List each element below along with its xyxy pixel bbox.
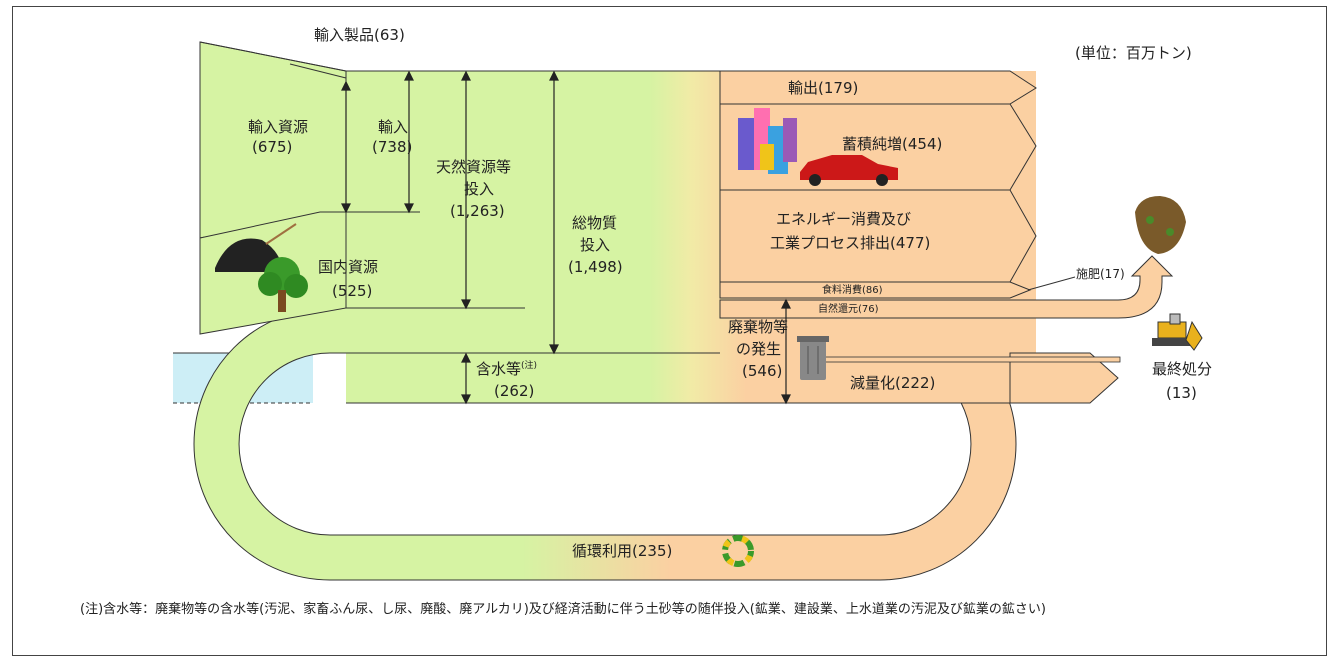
natural-resources-value: (1,263) xyxy=(450,202,505,220)
waste-name-2: の発生 xyxy=(736,340,781,358)
energy-label-2: 工業プロセス排出(477) xyxy=(770,234,930,252)
import-resources-dimension xyxy=(341,80,351,214)
final-disposal-flow xyxy=(819,356,1121,363)
import-products-label: 輸入製品(63) xyxy=(314,26,405,44)
energy-arrow xyxy=(719,189,1037,283)
diagram-frame xyxy=(12,6,1327,656)
import-name: 輸入 xyxy=(378,118,408,136)
fertilizer-label: 施肥(17) xyxy=(1076,267,1125,281)
trash-can-icon xyxy=(797,336,829,380)
total-input-value: (1,498) xyxy=(568,258,623,276)
water-note-mark: (注) xyxy=(521,359,537,371)
natural-resources-name-2: 投入 xyxy=(464,180,494,198)
bulldozer-icon xyxy=(1152,313,1203,351)
water-dimension xyxy=(461,352,471,405)
natural-resources-name-1: 天然資源等 xyxy=(436,158,511,176)
energy-label-1: エネルギー消費及び xyxy=(776,210,911,228)
buildings-icon xyxy=(738,108,797,174)
total-input-dimension xyxy=(549,70,559,355)
waste-dimension xyxy=(781,298,791,405)
import-value: (738) xyxy=(372,138,412,156)
total-input-name-1: 総物質 xyxy=(572,214,617,232)
final-disposal-name: 最終処分 xyxy=(1152,360,1212,378)
import-dimension xyxy=(404,70,414,214)
natural-return-label: 自然還元(76) xyxy=(818,302,879,315)
import-products-split-line xyxy=(289,63,347,79)
natural-resources-dimension xyxy=(461,70,471,310)
recycle-icon xyxy=(722,535,754,567)
total-input-name-2: 投入 xyxy=(580,236,610,254)
accumulation-arrow xyxy=(719,103,1037,191)
water-value: (262) xyxy=(494,382,534,400)
domestic-resources-name: 国内資源 xyxy=(318,258,378,276)
accumulation-label: 蓄積純増(454) xyxy=(842,135,942,153)
fertilizer-line xyxy=(1027,276,1076,291)
export-arrow xyxy=(719,70,1037,105)
tree-icon xyxy=(258,257,308,312)
car-icon xyxy=(800,155,898,186)
import-products-line xyxy=(199,41,347,72)
final-disposal-value: (13) xyxy=(1166,384,1197,402)
food-arrow xyxy=(719,281,1032,299)
reduction-label: 減量化(222) xyxy=(850,374,935,392)
natural-return-arrow xyxy=(719,255,1174,319)
unit-label: (単位：百万トン) xyxy=(1075,44,1192,62)
waste-name-1: 廃棄物等 xyxy=(728,318,788,336)
footnote: (注)含水等：廃棄物等の含水等(汚泥、家畜ふん尿、し尿、廃酸、廃アルカリ)及び経… xyxy=(80,602,1046,617)
import-resources-name: 輸入資源 xyxy=(248,118,308,136)
waste-value: (546) xyxy=(742,362,782,380)
soil-icon xyxy=(1135,196,1186,254)
reduction-arrow xyxy=(1009,352,1119,404)
import-resources-value: (675) xyxy=(252,138,292,156)
water-name: 含水等(注) xyxy=(476,359,537,378)
coal-icon xyxy=(215,223,297,272)
recycling-label: 循環利用(235) xyxy=(572,542,672,560)
food-label: 食料消費(86) xyxy=(822,283,883,296)
export-label: 輸出(179) xyxy=(788,79,858,97)
domestic-resources-value: (525) xyxy=(332,282,372,300)
